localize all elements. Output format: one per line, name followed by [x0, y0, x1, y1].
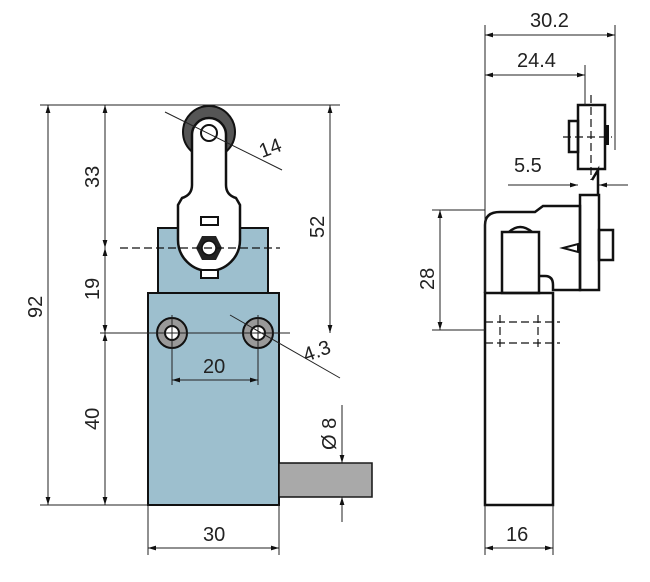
dim-30: 30: [203, 524, 225, 546]
dim-shaft-diameter: Ø 8: [319, 418, 341, 450]
lever-arm: [176, 116, 242, 273]
side-body: [483, 291, 555, 507]
dim-16: 16: [506, 524, 528, 546]
side-view: 30.2 24.4 5.5 28 16: [417, 10, 628, 555]
dim-4-3: 4.3: [300, 337, 334, 367]
lever-slot: [200, 216, 219, 226]
dim-52: 52: [307, 216, 329, 238]
lever-slot: [200, 269, 219, 279]
roller-axle: [200, 124, 218, 142]
dim-19: 19: [82, 278, 104, 300]
dim-20: 20: [203, 356, 225, 378]
dim-14: 14: [256, 134, 284, 162]
dim-92: 92: [25, 296, 47, 318]
shaft: [278, 462, 373, 498]
dim-28: 28: [417, 268, 439, 290]
dim-33: 33: [82, 166, 104, 188]
front-view: 92 33 19 40 52 14 4.3 20 30 Ø 8: [25, 104, 373, 555]
dim-30-2: 30.2: [530, 10, 569, 32]
dim-24-4: 24.4: [517, 50, 556, 72]
dim-40: 40: [82, 408, 104, 430]
dim-5-5: 5.5: [514, 155, 542, 177]
